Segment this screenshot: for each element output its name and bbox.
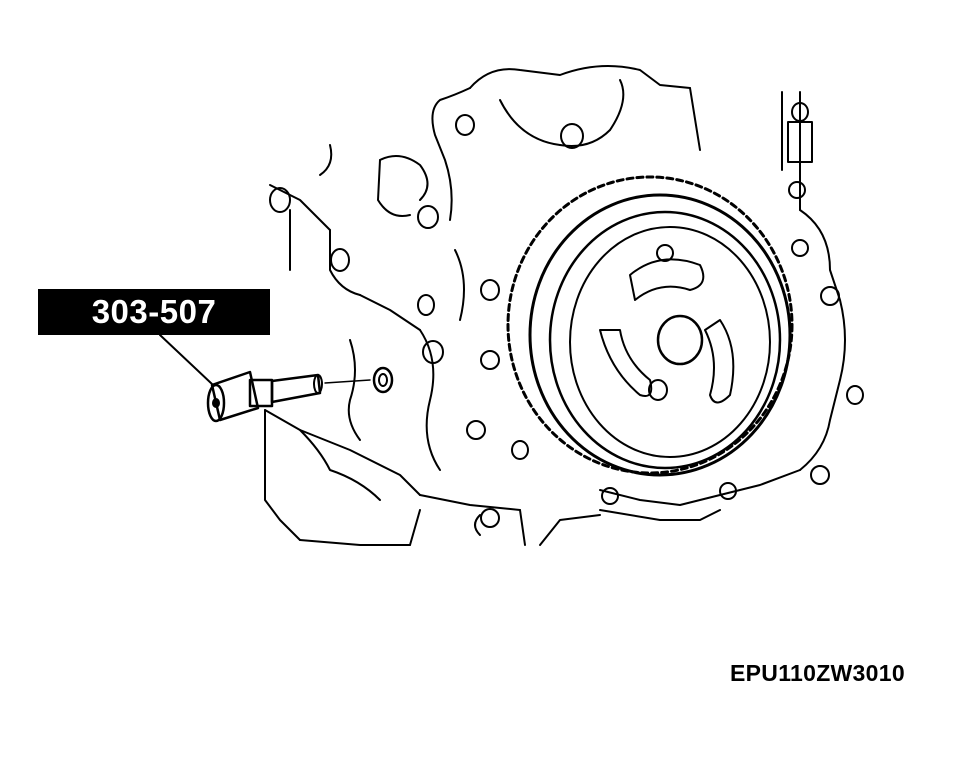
tool-number-label: 303-507 bbox=[38, 289, 270, 335]
crankshaft-pulley bbox=[506, 175, 794, 477]
leader-line bbox=[159, 334, 213, 385]
figure-code: EPU110ZW3010 bbox=[730, 660, 905, 686]
bolt-bosses bbox=[269, 102, 864, 528]
installer-tool-drawing bbox=[206, 366, 394, 423]
tool-number-text: 303-507 bbox=[91, 293, 217, 330]
engine-block bbox=[264, 65, 846, 546]
